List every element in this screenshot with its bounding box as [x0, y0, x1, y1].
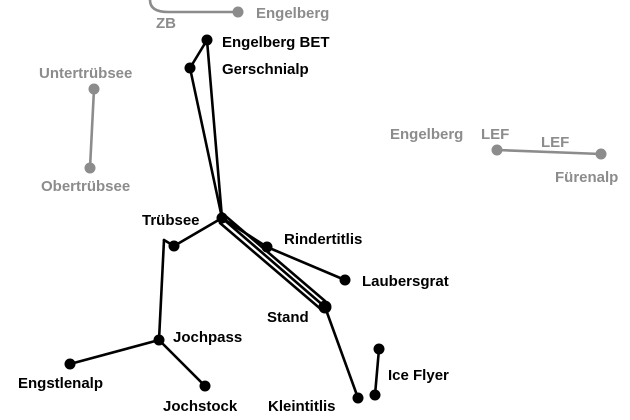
stop-ice-flyer-top[interactable] — [373, 343, 385, 355]
stop-obertruebsee[interactable] — [84, 162, 96, 174]
stop-truebsee-chair[interactable] — [168, 240, 180, 252]
truebsee-chair-link — [172, 216, 224, 248]
zb-line — [148, 0, 240, 14]
jochpass-jochstock-line — [157, 338, 207, 388]
truebsee-stand-cable-b — [220, 211, 327, 303]
truebsee-stand-cable-c — [218, 221, 325, 313]
label-engelberg-bet: Engelberg BET — [222, 34, 330, 51]
label-engelberg-lef: Engelberg — [390, 126, 463, 143]
lef-line — [495, 148, 603, 156]
label-rindertitlis: Rindertitlis — [284, 231, 362, 248]
stop-rindertitlis[interactable] — [261, 241, 273, 253]
label-stand: Stand — [267, 309, 309, 326]
stop-stand[interactable] — [318, 300, 332, 314]
label-lef-suffix: LEF — [481, 126, 509, 143]
truebsee-rindertitlis-line — [220, 216, 269, 249]
label-jochpass: Jochpass — [173, 329, 242, 346]
truebsee-stand-cable-a — [220, 216, 327, 309]
stand-kleintitlis-line — [323, 305, 360, 400]
stop-engelberg[interactable] — [232, 6, 244, 18]
ice-flyer-line — [373, 347, 381, 397]
label-ice-flyer: Ice Flyer — [388, 367, 449, 384]
label-laubersgrat: Laubersgrat — [362, 273, 449, 290]
stop-engstlenalp[interactable] — [64, 358, 76, 370]
stop-jochpass[interactable] — [153, 334, 165, 346]
gerschnialp-truebsee-line — [188, 66, 224, 220]
chair-jochpass-line — [157, 238, 166, 342]
untertruebsee-obertruebsee-line — [88, 87, 96, 170]
stop-engelberg-lef[interactable] — [491, 144, 503, 156]
stop-truebsee[interactable] — [216, 212, 228, 224]
label-truebsee: Trübsee — [142, 212, 200, 229]
label-kleintitlis: Kleintitlis — [268, 398, 336, 415]
label-fuerenalp: Fürenalp — [555, 169, 618, 186]
label-jochstock: Jochstock — [163, 398, 238, 415]
stop-engelberg-bet[interactable] — [201, 34, 213, 46]
bet-truebsee-line — [205, 38, 224, 220]
stop-jochstock[interactable] — [199, 380, 211, 392]
label-zb: ZB — [156, 15, 176, 32]
label-engelberg: Engelberg — [256, 5, 329, 22]
jochpass-engstlenalp-line — [68, 338, 161, 366]
label-gerschnialp: Gerschnialp — [222, 61, 309, 78]
label-lef-line: LEF — [541, 134, 569, 151]
stop-fuerenalp[interactable] — [595, 148, 607, 160]
stop-gerschnialp[interactable] — [184, 62, 196, 74]
stop-kleintitlis[interactable] — [352, 392, 364, 404]
label-obertruebsee: Obertrübsee — [41, 178, 130, 195]
label-engstlenalp: Engstlenalp — [18, 375, 103, 392]
stop-untertruebsee[interactable] — [88, 83, 100, 95]
rindertitlis-laubersgrat-line — [265, 245, 347, 282]
label-untertruebsee: Untertrübsee — [39, 65, 132, 82]
stop-laubersgrat[interactable] — [339, 274, 351, 286]
stop-ice-flyer-bottom[interactable] — [369, 389, 381, 401]
